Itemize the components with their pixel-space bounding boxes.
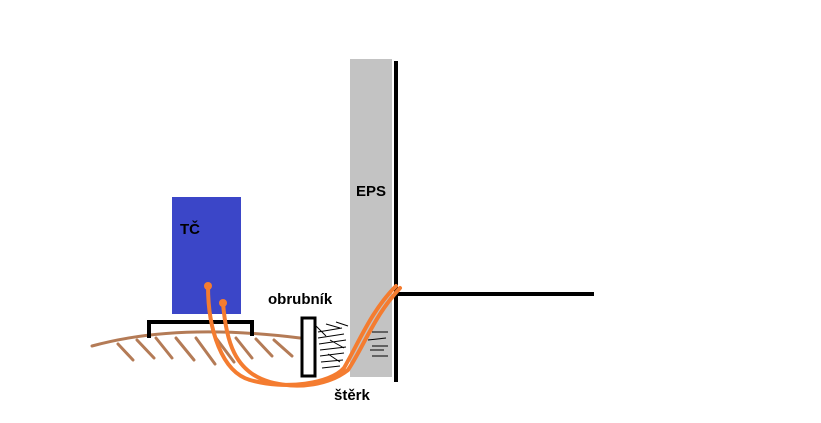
curb-block xyxy=(300,316,317,378)
pipe-connector-2 xyxy=(219,299,227,307)
pipe-line-2 xyxy=(221,286,402,388)
gravel-hatch xyxy=(315,321,388,369)
heat-pump-base xyxy=(147,320,254,338)
gravel-label: štěrk xyxy=(334,387,371,404)
eps-insulation-slab xyxy=(350,59,392,377)
heat-pump-label: TČ xyxy=(180,220,200,238)
curb-label: obrubník xyxy=(268,291,333,308)
refrigerant-pipes xyxy=(206,284,402,388)
pipe-connector-1 xyxy=(204,282,212,290)
soil-mound xyxy=(90,330,302,366)
eps-label: EPS xyxy=(356,183,386,200)
